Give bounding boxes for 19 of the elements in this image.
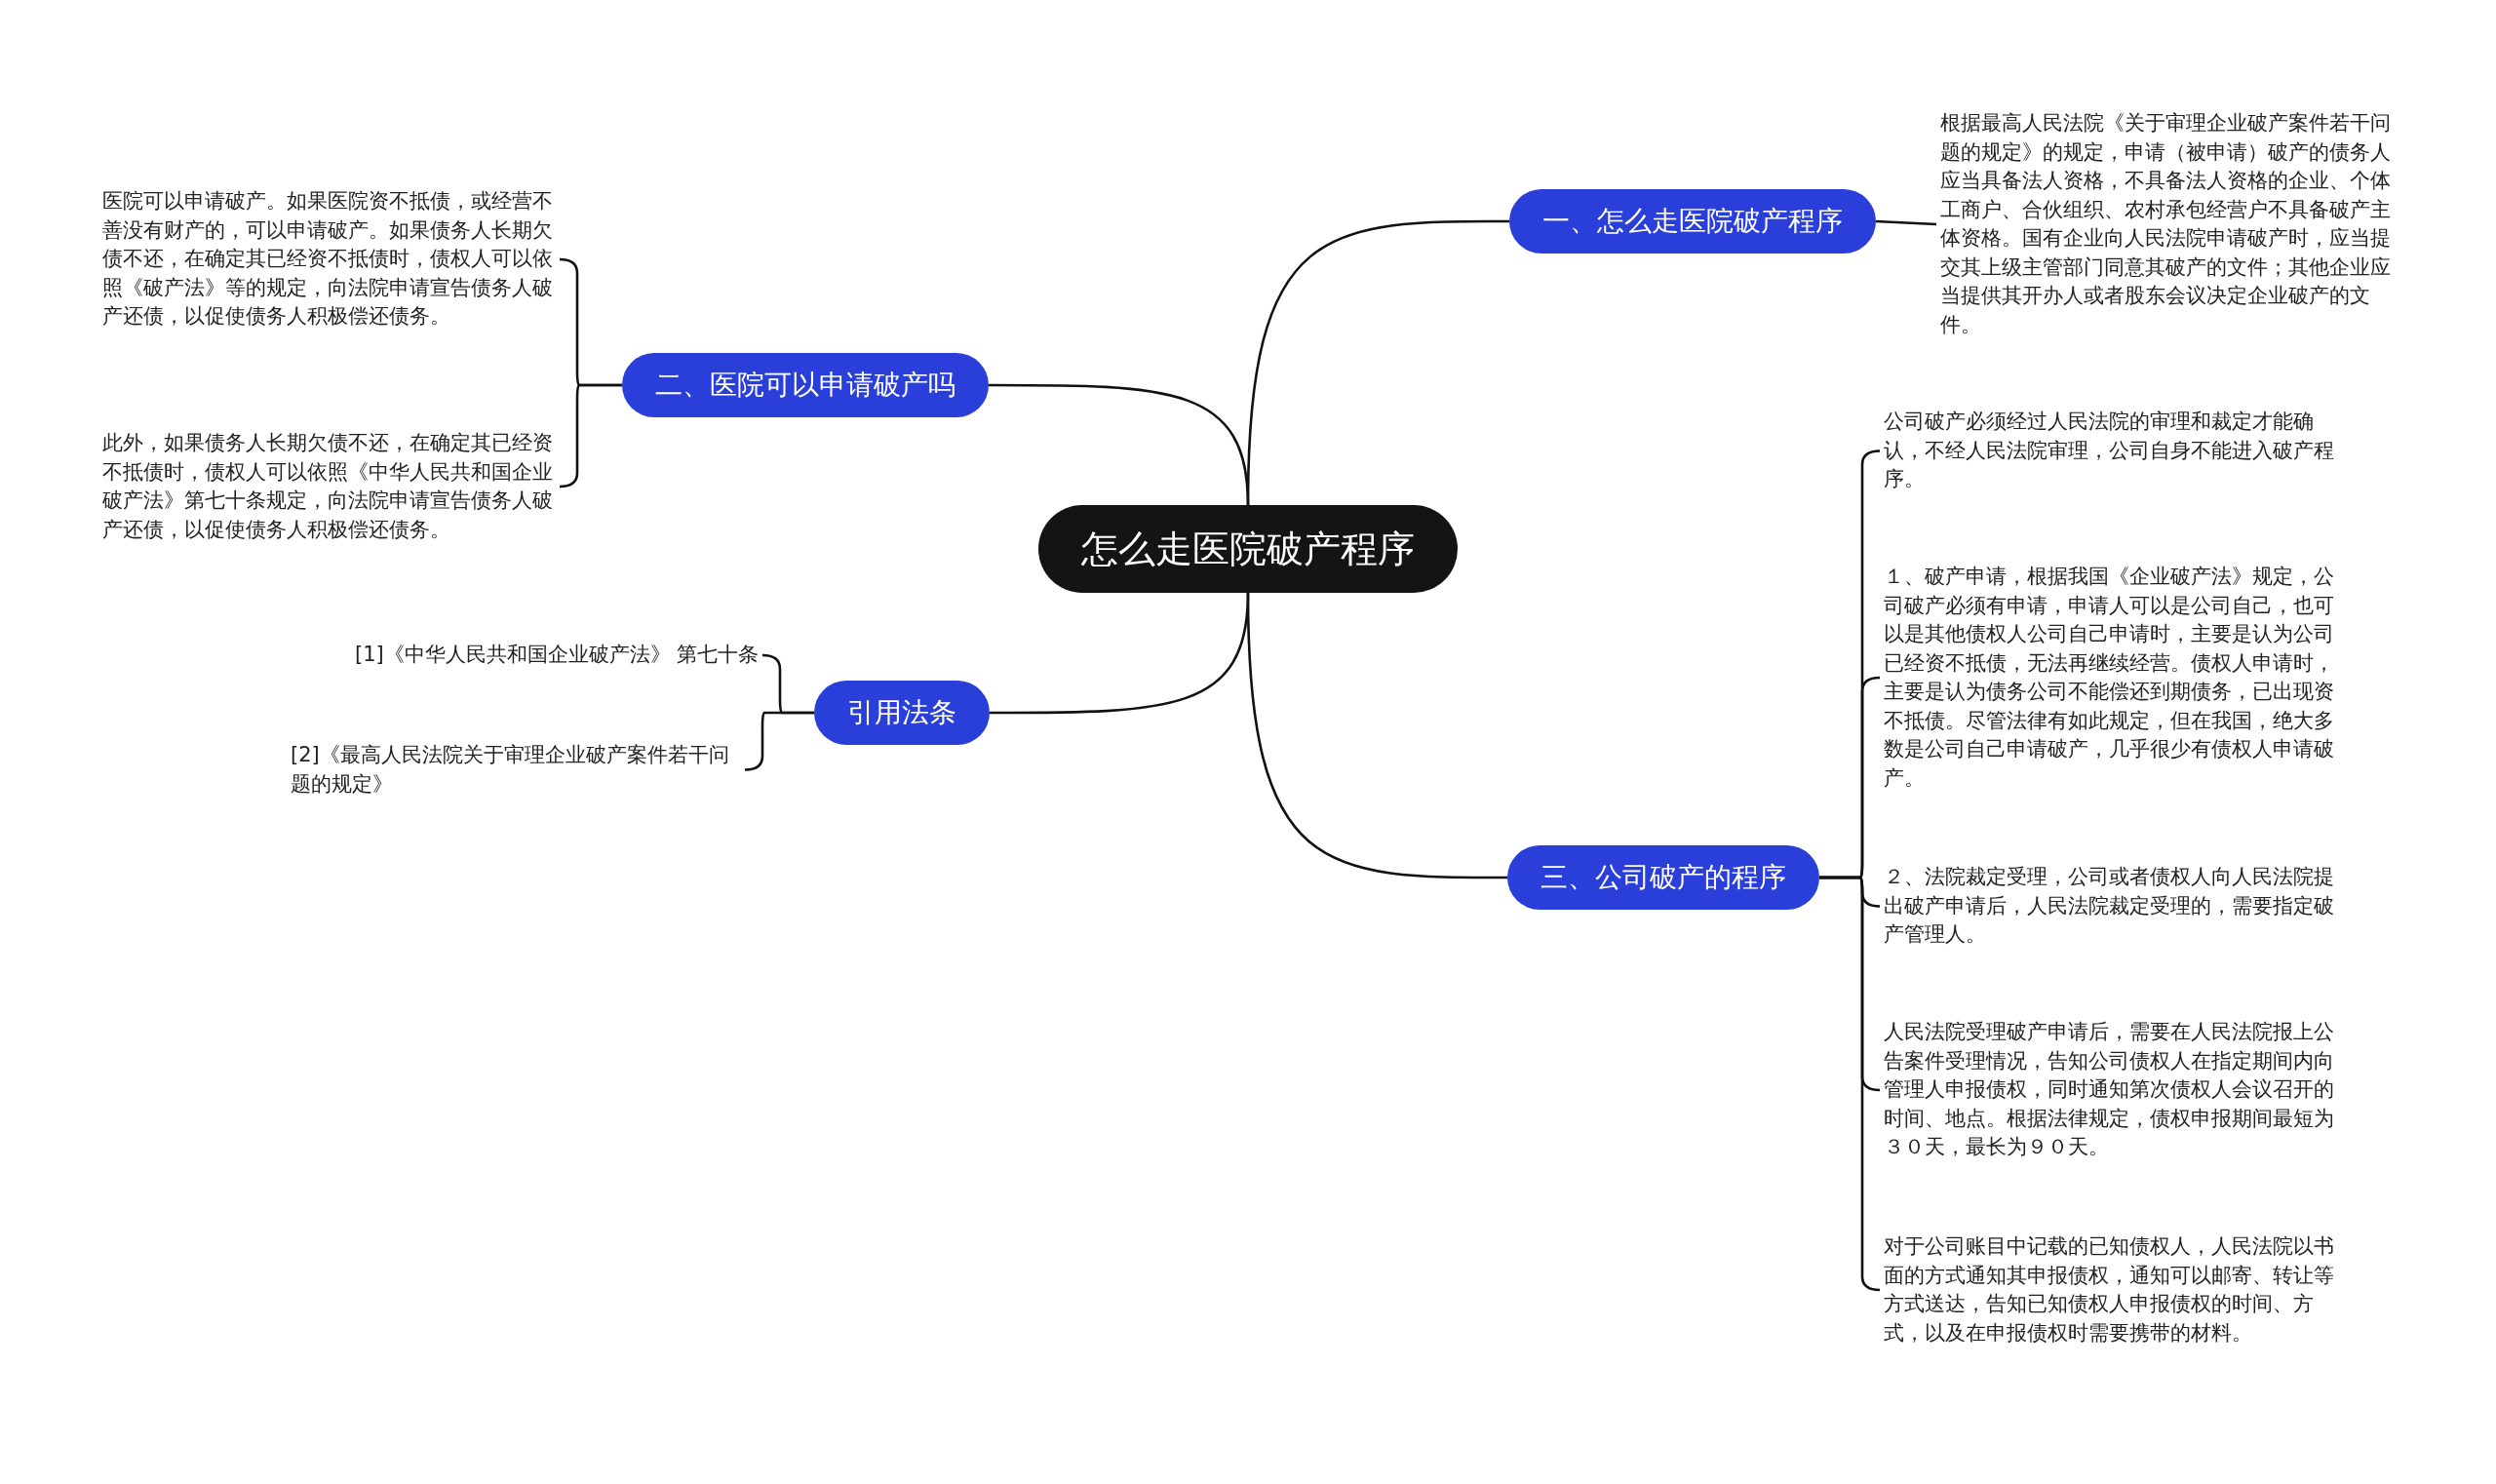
- connector-line: [1246, 592, 1507, 879]
- connector-line: [744, 711, 814, 771]
- topic-pill: 二、医院可以申请破产吗: [622, 353, 989, 417]
- note-text: １、破产申请，根据我国《企业破产法》规定，公司破产必须有申请，申请人可以是公司自己，也可以是其他债权人公司自己申请时，主要是认为公司已经资不抵债，无法再继续经营。债权人申请时，主要是认为债务公司不能偿还到期债务，已出现资不抵债。尽管法律有如此规定，但在我国，绝大多数是公司自己申请破产，几乎很少有债权人申请破产。: [1884, 563, 2342, 793]
- note-text: 公司破产必须经过人民法院的审理和裁定才能确认，不经人民法院审理，公司自身不能进入破产程序。: [1884, 408, 2342, 494]
- note-text: 此外，如果债务人长期欠债不还，在确定其已经资不抵债时，债权人可以依照《中华人民共和国企业破产法》第七十条规定，向法院申请宣告债务人破产还债，以促使债务人积极偿还债务。: [102, 429, 556, 544]
- topic-pill: 一、怎么走医院破产程序: [1509, 189, 1876, 254]
- note-text: [2]《最高人民法院关于审理企业破产案件若干问题的规定》: [291, 741, 741, 799]
- note-text: [1]《中华人民共和国企业破产法》 第七十条: [355, 641, 760, 670]
- connector-line: [1875, 219, 1937, 226]
- topic-pill: 三、公司破产的程序: [1507, 845, 1819, 910]
- topic-pill: 引用法条: [814, 681, 990, 745]
- connector-line: [989, 383, 1250, 506]
- central-topic: 怎么走医院破产程序: [1038, 505, 1458, 593]
- note-text: ２、法院裁定受理，公司或者债权人向人民法院提出破产申请后，人民法院裁定受理的，需要指定破产管理人。: [1884, 863, 2342, 950]
- note-text: 医院可以申请破产。如果医院资不抵债，或经营不善没有财产的，可以申请破产。如果债务人长期欠债不还，在确定其已经资不抵债时，债权人可以依照《破产法》等的规定，向法院申请宣告债务人破产还债，以促使债务人积极偿还债务。: [102, 187, 556, 332]
- note-text: 对于公司账目中记载的已知债权人，人民法院以书面的方式通知其申报债权，通知可以邮寄、转让等方式送达，告知已知债权人申报债权的时间、方式，以及在申报债权时需要携带的材料。: [1884, 1232, 2342, 1347]
- note-text: 根据最高人民法院《关于审理企业破产案件若干问题的规定》的规定，申请（被申请）破产的债务人应当具备法人资格，不具备法人资格的企业、个体工商户、合伙组织、农村承包经营户不具备破产主体资格。国有企业向人民法院申请破产时，应当提交其上级主管部门同意其破产的文件；其他企业应当提供其开办人或者股东会议决定企业破产的文件。: [1940, 109, 2394, 339]
- note-text: 人民法院受理破产申请后，需要在人民法院报上公告案件受理情况，告知公司债权人在指定期间内向管理人申报债权，同时通知第次债权人会议召开的时间、地点。根据法律规定，债权申报期间最短为３０天，最长为９０天。: [1884, 1018, 2342, 1162]
